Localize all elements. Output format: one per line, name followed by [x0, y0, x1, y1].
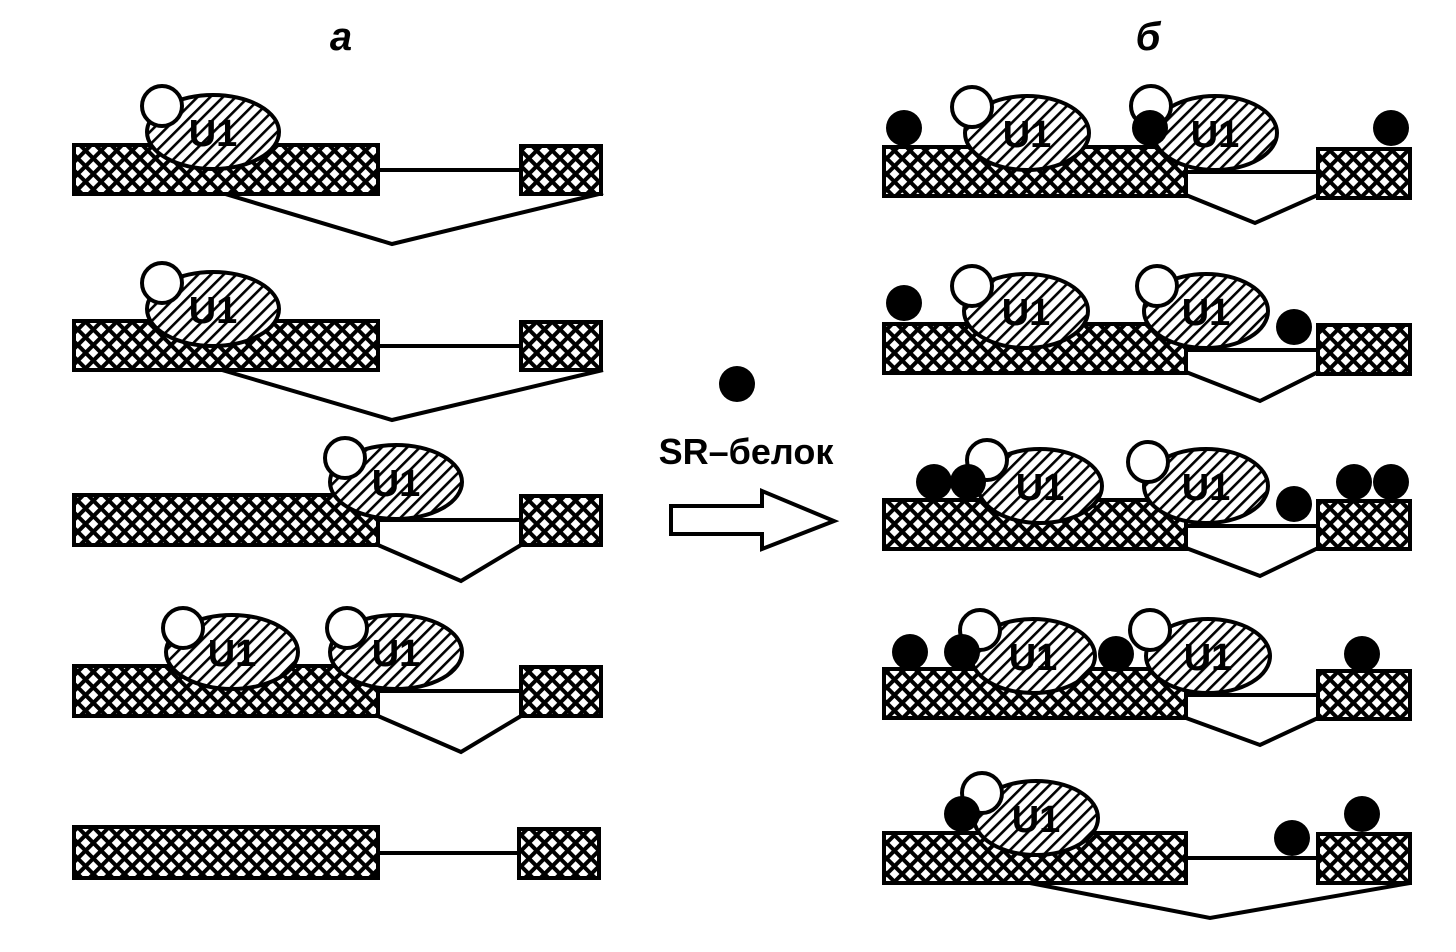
exon-box	[72, 493, 380, 547]
sr-protein-dot	[950, 464, 986, 500]
u1-label: U1	[1182, 292, 1231, 334]
u1-label: U1	[1012, 799, 1061, 841]
u1-label: U1	[189, 113, 238, 155]
sr-protein-dot	[916, 464, 952, 500]
u1-label: U1	[1003, 114, 1052, 156]
u1-label: U1	[372, 463, 421, 505]
sr-protein-dot	[886, 285, 922, 321]
open-circle	[950, 85, 994, 129]
open-circle	[161, 606, 205, 650]
row-a4: U1 U1	[72, 606, 603, 755]
splice-line	[1029, 881, 1411, 921]
sr-protein-dot	[944, 634, 980, 670]
row-a5	[72, 825, 601, 880]
sr-protein-dot	[1336, 464, 1372, 500]
sr-protein-dot	[1276, 486, 1312, 522]
row-a1: U1	[72, 84, 604, 247]
u1-label: U1	[189, 290, 238, 332]
sr-protein-dot	[1098, 636, 1134, 672]
u1-snrnp	[1144, 617, 1272, 695]
u1-snrnp	[962, 272, 1090, 350]
u1-label: U1	[1184, 637, 1233, 679]
u1-snrnp	[1142, 447, 1270, 525]
u1-label: U1	[1002, 292, 1051, 334]
row-a2: U1	[72, 261, 604, 423]
u1-label: U1	[208, 633, 257, 675]
right-arrow-icon	[669, 488, 840, 552]
exon-box	[519, 320, 603, 372]
open-circle	[140, 84, 184, 128]
u1-label: U1	[1191, 114, 1240, 156]
sr-protein-label: SR–белок	[659, 431, 835, 472]
open-circle	[140, 261, 184, 305]
exon-box	[72, 319, 380, 372]
open-circle	[323, 436, 367, 480]
row-b5: U1	[882, 771, 1412, 921]
u1-label: U1	[1182, 467, 1231, 509]
open-circle	[1128, 608, 1172, 652]
splice-line	[377, 714, 523, 755]
intron-loop	[1184, 695, 1320, 748]
row-b4: U1 U1	[882, 608, 1412, 748]
sr-protein-dot	[1132, 110, 1168, 146]
exon-box	[1316, 669, 1412, 721]
open-circle	[1135, 264, 1179, 308]
sr-protein-dot	[1274, 820, 1310, 856]
u1-label: U1	[1009, 637, 1058, 679]
panel-label-b: б	[1136, 15, 1162, 59]
sr-protein-dot	[1373, 110, 1409, 146]
u1-label: U1	[372, 633, 421, 675]
exon-box	[519, 665, 603, 718]
row-b3: U1 U1	[882, 438, 1412, 579]
exon-box	[1316, 499, 1412, 551]
exon-box	[517, 827, 601, 880]
exon-box	[1316, 323, 1412, 376]
row-b1: U1 U1	[882, 84, 1412, 226]
sr-protein-dot	[1373, 464, 1409, 500]
sr-protein-dot	[1276, 309, 1312, 345]
exon-box	[1316, 832, 1412, 885]
exon-box	[519, 494, 603, 547]
row-b2: U1 U1	[882, 264, 1412, 404]
intron-loop	[1184, 172, 1320, 226]
splice-line	[221, 191, 604, 247]
exon-box	[72, 825, 380, 880]
intron-loop	[1184, 350, 1320, 404]
open-circle	[950, 264, 994, 308]
exon-box	[1316, 147, 1412, 200]
u1-label: U1	[1016, 467, 1065, 509]
sr-protein-legend-dot	[719, 366, 755, 402]
exon-box	[519, 144, 603, 196]
sr-protein-dot	[944, 796, 980, 832]
panel-label-a: а	[330, 15, 352, 59]
sr-protein-dot	[1344, 636, 1380, 672]
sr-protein-dot	[886, 110, 922, 146]
u1-snrnp	[963, 94, 1091, 172]
splice-line	[221, 368, 604, 423]
sr-protein-dot	[892, 634, 928, 670]
open-circle	[1126, 440, 1170, 484]
open-circle	[325, 606, 369, 650]
intron-loop	[1184, 526, 1320, 579]
splice-line	[377, 543, 523, 584]
sr-protein-dot	[1344, 796, 1380, 832]
row-a3: U1	[72, 436, 603, 584]
